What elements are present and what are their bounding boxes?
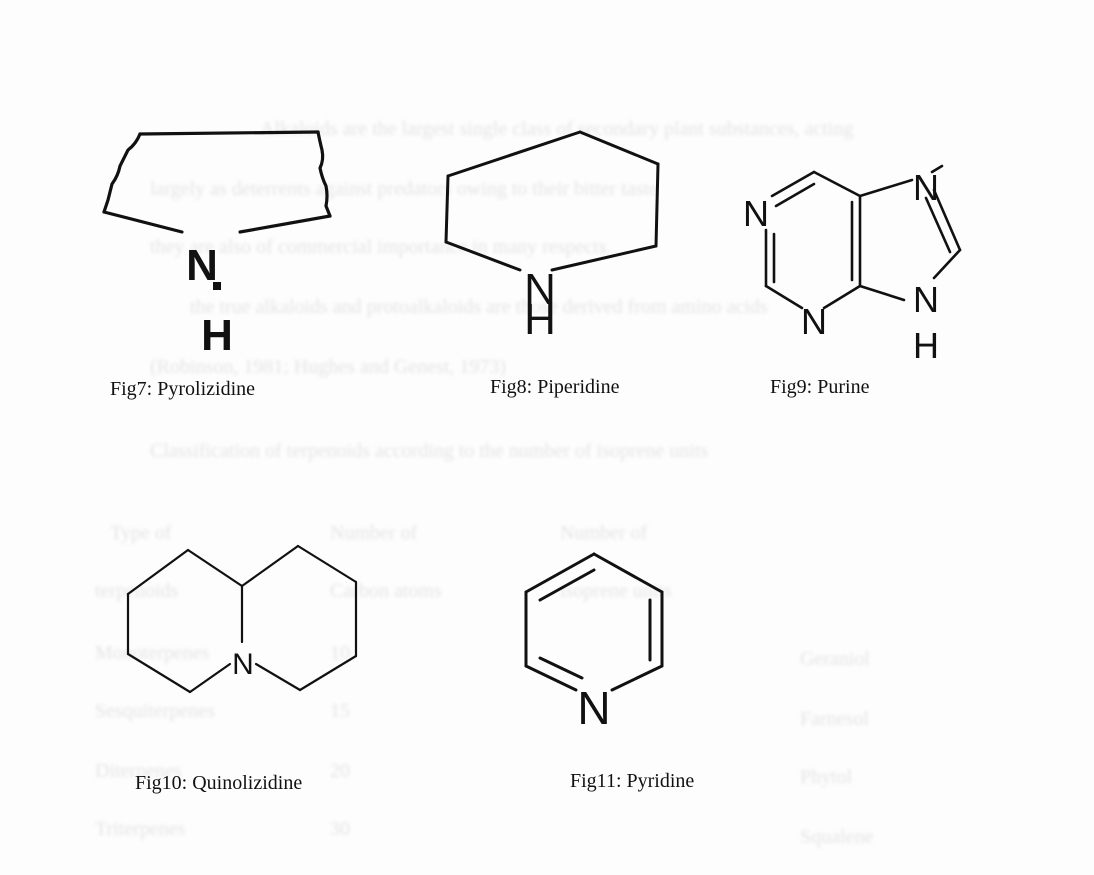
purine-n7-label: N	[913, 167, 939, 208]
ghost-table-header-3: Number of	[560, 522, 648, 544]
piperidine-hydrogen-label: H	[524, 295, 556, 344]
pyrolizidine-nitrogen-label: N	[186, 241, 218, 290]
fig8-caption: Fig8: Piperidine	[490, 376, 620, 398]
ghost-table-row-1-type: Monoterpenes	[95, 642, 210, 664]
ghost-line-1: Alkaloids are the largest single class o…	[260, 118, 854, 140]
ghost-table-header-1: Type of	[110, 522, 172, 544]
ghost-table-row-4-type: Triterpenes	[95, 818, 186, 840]
quinolizidine-nitrogen-label: N	[232, 648, 254, 681]
ghost-table-subheader-2: Carbon atoms	[330, 580, 442, 602]
pyrolizidine-structure: N H	[90, 120, 350, 360]
ghost-table-row-1-example: Geraniol	[800, 648, 870, 670]
fig11-caption: Fig11: Pyridine	[570, 770, 695, 792]
ghost-table-row-2-carbons: 15	[330, 700, 350, 722]
fig7-caption: Fig7: Pyrolizidine	[110, 378, 255, 400]
ghost-line-4: the true alkaloids and protoalkaloids ar…	[190, 296, 768, 318]
ghost-table-row-4-example: Squalene	[800, 826, 874, 848]
purine-structure: N N N N H	[720, 150, 980, 370]
ghost-table-row-3-type: Diterpenes	[95, 760, 182, 782]
quinolizidine-structure: N	[110, 530, 370, 730]
pyridine-nitrogen-label: N	[577, 682, 610, 734]
ghost-table-subheader-1: terpenoids	[95, 580, 179, 602]
fig10-caption: Fig10: Quinolizidine	[135, 772, 303, 794]
ghost-line-2: largely as deterrents against predators …	[150, 178, 658, 200]
ghost-line-3: they are also of commercial importance i…	[150, 236, 607, 258]
ghost-table-subheader-3: isoprene units	[560, 580, 672, 602]
piperidine-nitrogen-label: N	[524, 265, 556, 314]
ghost-table-row-3-example: Phytol	[800, 766, 853, 788]
ghost-table-row-2-example: Farnesol	[800, 708, 869, 730]
purine-n3-label: N	[801, 301, 827, 342]
purine-h9-label: H	[913, 325, 939, 366]
pyrolizidine-hydrogen-label: H	[201, 311, 233, 360]
fig9-caption: Fig9: Purine	[770, 376, 870, 398]
ghost-table-row-4-carbons: 30	[330, 818, 350, 840]
purine-n9-label: N	[913, 279, 939, 320]
ghost-table-row-3-carbons: 20	[330, 760, 350, 782]
pyridine-structure: N	[500, 540, 700, 740]
ghost-line-5: (Robinson, 1981; Hughes and Genest, 1973…	[150, 356, 507, 378]
purine-n1-label: N	[743, 193, 769, 234]
ghost-table-row-2-type: Sesquiterpenes	[95, 700, 215, 722]
ghost-line-6: Classification of terpenoids according t…	[150, 440, 709, 462]
ghost-table-header-2: Number of	[330, 522, 418, 544]
piperidine-structure: N H	[430, 120, 670, 344]
ghost-table-row-1-carbons: 10	[330, 642, 350, 664]
